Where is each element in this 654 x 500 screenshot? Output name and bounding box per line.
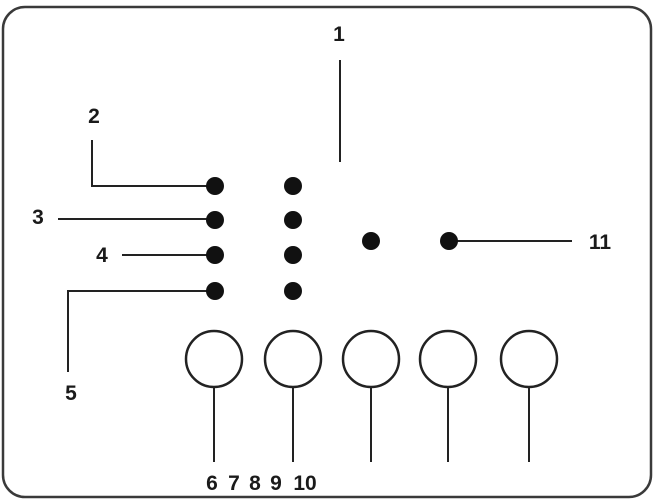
label-3: 3 xyxy=(32,206,44,229)
label-6: 6 xyxy=(206,472,218,495)
dot-left-1 xyxy=(206,177,224,195)
dot-right-4 xyxy=(284,282,302,300)
dot-right-3 xyxy=(284,246,302,264)
dot-left-4 xyxy=(206,282,224,300)
dot-11 xyxy=(440,232,458,250)
open-circle-2 xyxy=(263,329,323,389)
diagram-frame xyxy=(1,5,653,499)
label-1: 1 xyxy=(333,23,345,46)
dot-right-2 xyxy=(284,211,302,229)
label-11: 11 xyxy=(589,231,612,254)
open-circles xyxy=(184,329,559,389)
label-4: 4 xyxy=(96,244,108,267)
dot-right-1 xyxy=(284,177,302,195)
dots xyxy=(206,177,458,300)
label-10: 10 xyxy=(293,472,316,495)
leader-lines xyxy=(58,60,572,462)
callout-labels: 1 2 3 4 5 11 6 7 8 9 10 xyxy=(32,23,611,495)
label-5: 5 xyxy=(65,382,77,405)
dot-isolated xyxy=(362,232,380,250)
open-circle-3 xyxy=(341,329,401,389)
dot-left-2 xyxy=(206,211,224,229)
leader-line-5 xyxy=(67,290,212,372)
label-9: 9 xyxy=(270,472,282,495)
leader-line-2 xyxy=(91,140,212,187)
label-2: 2 xyxy=(88,105,100,128)
label-7: 7 xyxy=(228,472,240,495)
dot-left-3 xyxy=(206,246,224,264)
label-8: 8 xyxy=(249,472,261,495)
open-circle-4 xyxy=(418,329,478,389)
open-circle-5 xyxy=(499,329,559,389)
open-circle-1 xyxy=(184,329,244,389)
